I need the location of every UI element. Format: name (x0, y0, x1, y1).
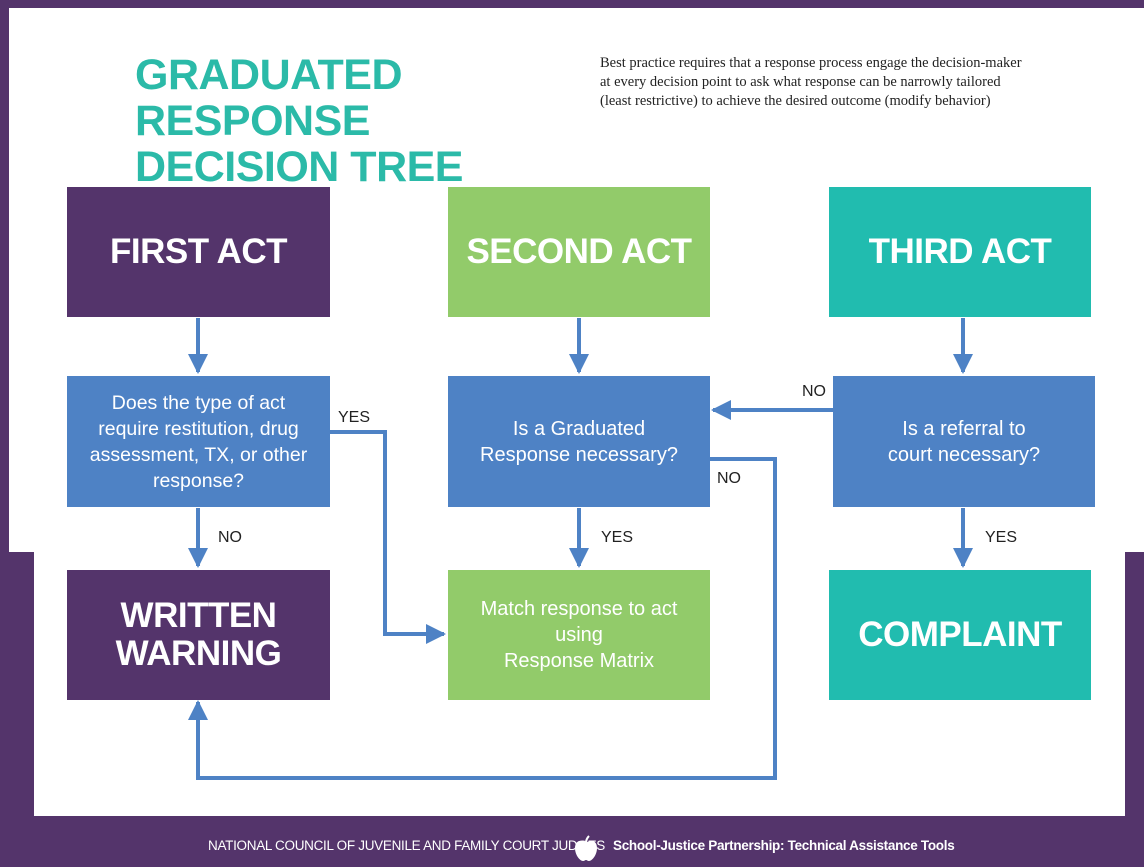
third-no-label: NO (802, 383, 826, 400)
second-question-line-2: Response necessary? (480, 443, 678, 466)
written-warning-box: WRITTEN WARNING (67, 570, 330, 700)
complaint-box: COMPLAINT (829, 570, 1091, 700)
title-line-1: GRADUATED RESPONSE (135, 51, 403, 145)
third-act-box: THIRD ACT (829, 187, 1091, 317)
first-yes-label: YES (338, 409, 371, 426)
match-response-box: Match response to act using Response Mat… (448, 570, 710, 700)
written-warning-line-1: WRITTEN (120, 596, 277, 635)
match-response-line-2: Response Matrix (503, 650, 655, 672)
title-line-2: DECISION TREE (135, 143, 464, 191)
frame-left-border (0, 0, 9, 867)
second-question-line-1: Is a Graduated (512, 417, 646, 440)
footer: NATIONAL COUNCIL OF JUVENILE AND FAMILY … (0, 826, 1144, 867)
description-text: Best practice requires that a response p… (600, 55, 1022, 109)
third-question-box: Is a referral to court necessary? (833, 376, 1095, 507)
second-yes-label: YES (601, 529, 634, 546)
arrow-second-question-no (188, 457, 777, 780)
footer-tagline: School-Justice Partnership: Technical As… (613, 838, 955, 853)
first-no-label: NO (218, 529, 242, 546)
footer-organization: NATIONAL COUNCIL OF JUVENILE AND FAMILY … (208, 838, 605, 853)
written-warning-line-2: WARNING (115, 634, 282, 673)
match-response-line-1: Match response to act using (480, 598, 678, 646)
third-question-line-2: court necessary? (887, 443, 1041, 466)
third-question-line-1: Is a referral to (902, 417, 1026, 440)
page-title: GRADUATED RESPONSE DECISION TREE (135, 52, 595, 190)
third-yes-label: YES (985, 529, 1018, 546)
frame-top-border (0, 0, 1144, 8)
second-question-box: Is a Graduated Response necessary? (448, 376, 710, 507)
apple-icon (575, 835, 597, 861)
arrow-first-question-yes (330, 430, 446, 644)
first-question-box: Does the type of act require restitution… (67, 376, 330, 507)
second-act-box: SECOND ACT (448, 187, 710, 317)
second-no-label: NO (717, 470, 741, 487)
first-act-box: FIRST ACT (67, 187, 330, 317)
